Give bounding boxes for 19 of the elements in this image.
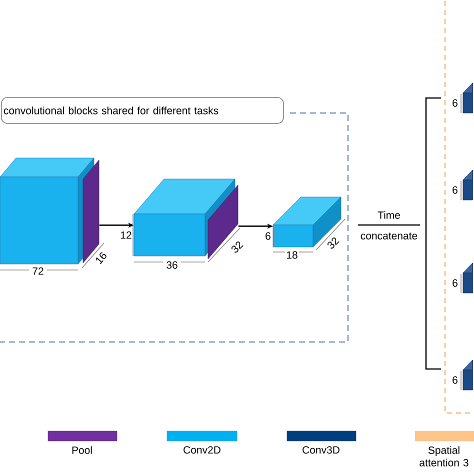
label: 16 bbox=[96, 252, 106, 264]
label: concatenate bbox=[360, 232, 418, 240]
block bbox=[462, 360, 473, 390]
dashed-frame bbox=[0, 112, 348, 342]
label: Time bbox=[378, 211, 400, 219]
block bbox=[462, 82, 473, 114]
text-box: convolutional blocks shared for different tasks bbox=[1, 97, 284, 124]
label: 32 bbox=[327, 238, 340, 249]
legend-text: Spatial attention 3 bbox=[420, 446, 468, 466]
block bbox=[462, 170, 473, 200]
legend-text: Conv2D bbox=[184, 446, 220, 454]
block bbox=[272, 196, 342, 248]
label: 32 bbox=[231, 242, 244, 253]
legend-text: Pool bbox=[72, 446, 92, 454]
label: 18 bbox=[286, 251, 298, 259]
block bbox=[462, 262, 473, 294]
label: 12 bbox=[120, 231, 132, 239]
label: 6 bbox=[266, 232, 270, 240]
legend-text: Conv3D bbox=[302, 446, 340, 454]
